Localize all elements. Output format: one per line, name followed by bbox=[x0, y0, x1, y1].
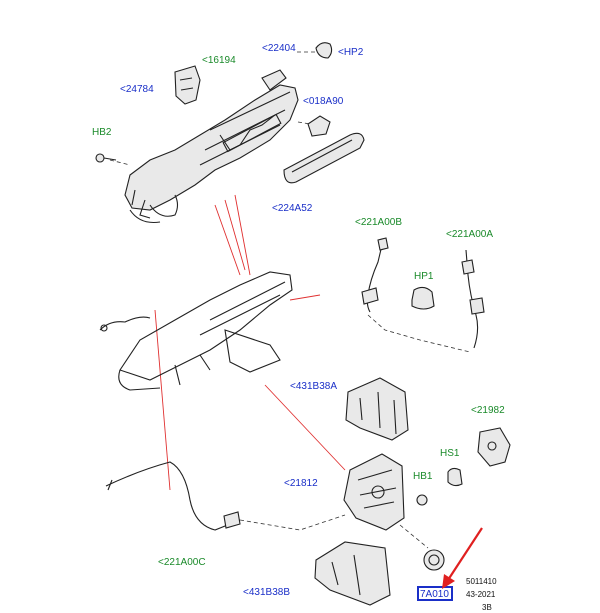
label-24784[interactable]: <24784 bbox=[120, 84, 154, 95]
ref-number-line3: 3B bbox=[482, 603, 492, 612]
handle-assembly-upper bbox=[124, 84, 299, 224]
label-21982[interactable]: <21982 bbox=[471, 405, 505, 416]
label-221A00B[interactable]: <221A00B bbox=[355, 217, 402, 228]
part-16194 bbox=[174, 65, 201, 105]
label-HB2[interactable]: HB2 bbox=[92, 127, 112, 138]
label-7A010[interactable]: 7A010 bbox=[420, 589, 449, 600]
part-221A00A bbox=[461, 249, 485, 349]
label-16194[interactable]: <16194 bbox=[202, 55, 236, 66]
label-22404[interactable]: <22404 bbox=[262, 43, 296, 54]
highlight-box-7A010 bbox=[417, 586, 453, 601]
part-HP1 bbox=[411, 286, 435, 310]
part-HB2 bbox=[95, 153, 117, 163]
part-HS1 bbox=[447, 467, 463, 487]
part-221A00B bbox=[361, 237, 389, 313]
label-HP1[interactable]: HP1 bbox=[414, 271, 434, 282]
part-224A52 bbox=[283, 132, 365, 184]
red-guide-lines bbox=[154, 194, 346, 491]
part-018A90 bbox=[307, 115, 331, 137]
label-224A52[interactable]: <224A52 bbox=[272, 203, 313, 214]
ref-number-line1: 5011410 bbox=[466, 577, 497, 586]
label-HP2[interactable]: <HP2 bbox=[338, 47, 364, 58]
label-431B38B[interactable]: <431B38B bbox=[243, 587, 290, 598]
handle-assembly-lower bbox=[99, 271, 293, 391]
part-HP2 bbox=[315, 42, 333, 59]
label-221A00C[interactable]: <221A00C bbox=[158, 557, 206, 568]
part-HB1 bbox=[416, 494, 428, 506]
part-431B38B bbox=[314, 541, 391, 606]
label-HS1[interactable]: HS1 bbox=[440, 448, 460, 459]
part-7A010 bbox=[423, 549, 445, 571]
part-431B38A bbox=[345, 377, 409, 441]
part-21812 bbox=[343, 453, 405, 531]
part-21982 bbox=[477, 427, 511, 467]
label-HB1[interactable]: HB1 bbox=[413, 471, 433, 482]
ref-number-line2: 43-2021 bbox=[466, 590, 496, 599]
label-21812[interactable]: <21812 bbox=[284, 478, 318, 489]
label-221A00A[interactable]: <221A00A bbox=[446, 229, 493, 240]
label-431B38A[interactable]: <431B38A bbox=[290, 381, 337, 392]
label-018A90[interactable]: <018A90 bbox=[303, 96, 344, 107]
part-221A00C bbox=[105, 461, 241, 531]
red-arrow bbox=[442, 527, 483, 589]
part-22404 bbox=[261, 69, 287, 91]
